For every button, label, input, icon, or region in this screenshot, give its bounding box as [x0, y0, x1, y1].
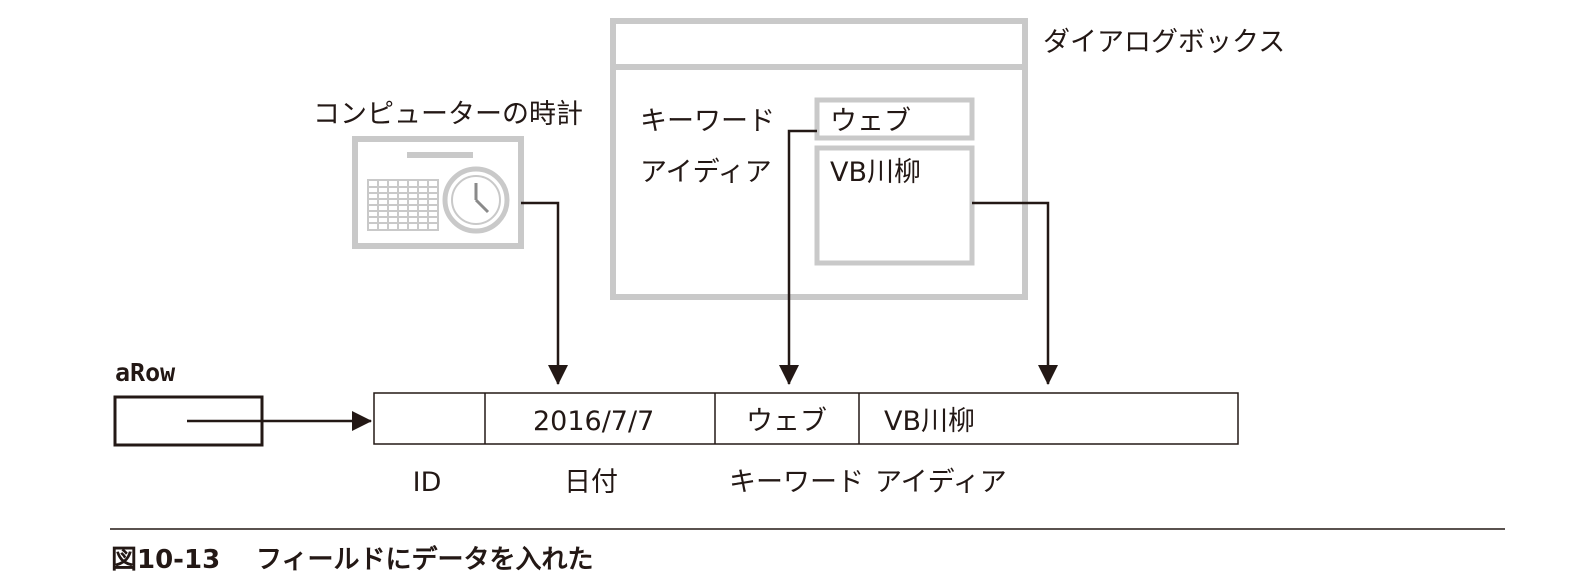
- dialog-box: ダイアログボックス キーワード ウェブ アイディア VB川柳: [610, 18, 1285, 300]
- field-idea-label: アイディア: [875, 467, 1007, 498]
- dialog-keyword-field[interactable]: [814, 97, 975, 141]
- record-outline: [373, 392, 1239, 445]
- variable-name: aRow: [115, 358, 176, 387]
- dialog-idea-value: VB川柳: [830, 157, 921, 188]
- dialog-keyword-label: キーワード: [640, 106, 775, 137]
- field-id-label: ID: [413, 467, 442, 498]
- arrow-clock-to-date: [521, 201, 568, 385]
- caption-number: 図10-13: [111, 545, 220, 575]
- dialog-title: ダイアログボックス: [1043, 27, 1285, 58]
- field-date-value: 2016/7/7: [533, 406, 654, 437]
- dialog-frame: [610, 18, 1028, 300]
- calendar-grid-icon: [367, 179, 439, 231]
- field-keyword-value: ウェブ: [746, 406, 827, 437]
- record-row: 2016/7/7 ウェブ VB川柳 ID 日付 キーワード アイディア: [373, 392, 1239, 498]
- connector-arrows: [521, 129, 1058, 385]
- dialog-idea-field[interactable]: [814, 145, 975, 266]
- variable-arow: aRow: [113, 358, 372, 447]
- field-date-label: 日付: [564, 467, 618, 498]
- arrow-keyword-to-field: [779, 129, 817, 385]
- figure-caption: 図10-13 フィールドにデータを入れた: [110, 528, 1505, 575]
- caption-text: フィールドにデータを入れた: [256, 544, 593, 575]
- field-keyword-label: キーワード: [729, 467, 864, 498]
- clock-title: コンピューターの時計: [313, 99, 583, 130]
- arrow-idea-to-field: [972, 201, 1058, 385]
- clock-window-frame: [352, 136, 524, 249]
- computer-clock-widget: コンピューターの時計: [313, 99, 583, 249]
- dialog-keyword-value: ウェブ: [830, 106, 911, 137]
- clock-window-titlebar: [407, 152, 473, 158]
- dialog-idea-label: アイディア: [640, 157, 772, 188]
- clock-icon: [442, 166, 510, 234]
- field-idea-value: VB川柳: [884, 406, 975, 437]
